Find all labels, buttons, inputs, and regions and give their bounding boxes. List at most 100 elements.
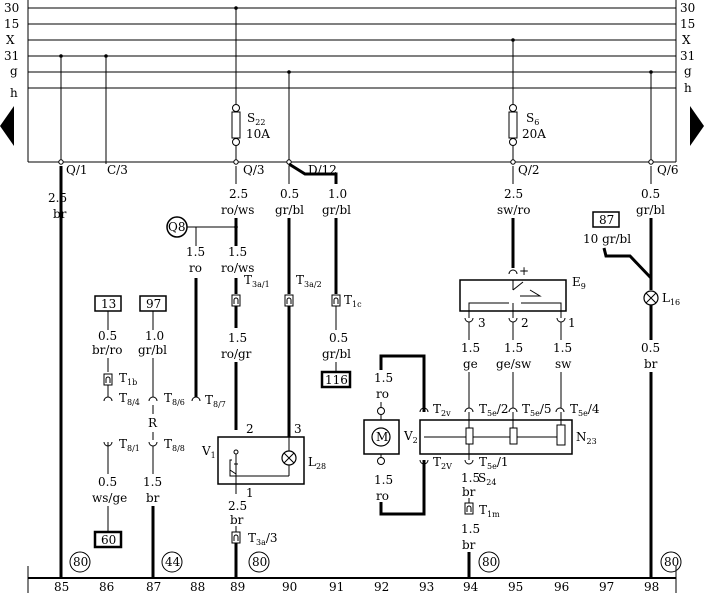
ref-box-87: 87 [599,213,614,227]
track-90-wiring: 0.5 gr/bl T3a/2 [275,166,322,437]
fuse-s6-name: S6 [526,111,539,127]
wire-98b-color: br [644,357,658,371]
conn-t5e-1: T5e/1 [479,455,509,471]
conn-t5e-4: T5e/4 [570,402,600,418]
track-number: 87 [146,580,161,593]
wire-98-color: gr/bl [636,203,665,217]
wire-89b-color: ro/ws [221,261,254,275]
bus-label-g-left: g [10,64,18,78]
track-number: 88 [190,580,205,593]
wire-85-color: br [53,207,67,221]
motor-symbol: M [376,430,388,444]
wire-96-size: 1.5 [553,341,572,355]
conn-t1m: T1m [479,503,500,519]
tap-q3: Q/3 [243,163,265,177]
wire-89c-color: ro/gr [221,347,252,361]
fuse-s6-rating: 20A [522,127,546,141]
n23-label: N23 [576,430,597,446]
track-87-wiring: 97 1.0 gr/bl T8/6 R T8/8 1.5 br [138,295,185,578]
conn-t5e-5: T5e/5 [522,402,552,418]
bus-label-h-right: h [684,81,692,95]
e9-label: E9 [572,275,586,291]
e9-plus: + [519,264,529,278]
fuse-s22-name: S22 [247,111,265,127]
wire-86-size: 0.5 [98,329,117,343]
tap-q2: Q/2 [518,163,540,177]
wire-89b-size: 1.5 [228,245,247,259]
track-94-wiring: 1.5 ge 1.5 br T1m 1.5 br [461,341,500,578]
track-number: 93 [419,580,434,593]
track-91-wiring: 1.0 gr/bl T1c 0.5 gr/bl 116 [288,162,362,389]
wire-94c-color: br [462,538,476,552]
track-number: 96 [554,580,569,593]
wire-89a-color: ro/ws [221,203,254,217]
wire-91-size: 1.0 [328,187,347,201]
wire-86-color: br/ro [92,343,122,357]
e9-pin-2: 2 [521,316,529,330]
bus-label-h-left: h [10,86,18,100]
ground-ref-80-a: 80 [73,555,88,569]
track-number: 86 [99,580,114,593]
right-arrow[interactable] [690,106,704,146]
v1-pin-3: 3 [294,422,302,436]
wire-95-color: sw/ro [497,203,530,217]
bus-taps: Q/1 C/3 S22 10A Q/3 D/12 S6 20A Q/2 [58,6,679,177]
track-number: 91 [329,580,344,593]
conn-t8-8: T8/8 [164,437,185,453]
track-98-wiring: 0.5 gr/bl 87 10 gr/bl L16 0.5 br [583,166,680,578]
ref-87-wire: 10 gr/bl [583,232,631,246]
conn-t1c: T1c [344,293,362,309]
ground-ref-44: 44 [165,555,181,569]
wire-90-color: gr/bl [275,203,304,217]
track-number: 97 [599,580,614,593]
wire-87-size: 1.0 [145,329,164,343]
track-95-wiring: 2.5 sw/ro + E9 3 2 1 1.5 ge/sw 1.5 sw [459,166,586,408]
wire-96-color: sw [555,357,572,371]
wire-94c-size: 1.5 [461,522,480,536]
bus-label-g-right: g [684,64,692,78]
wire-89a-size: 2.5 [229,187,248,201]
wire-85-size: 2.5 [48,191,67,205]
wire-89d-color: br [230,513,244,527]
track-88-wiring: Q8 1.5 ro T8/7 [166,216,238,409]
wire-88-size: 1.5 [186,245,205,259]
relay-v1-l28: V1 3 L28 [201,422,326,490]
conn-t3a1: T3a/1 [244,273,270,289]
conn-t8-1: T8/1 [119,437,140,453]
l16-label: L16 [662,291,680,307]
v2-label: V2 [403,429,418,445]
wire-94a-size: 1.5 [461,341,480,355]
bus-label-x-right: X [682,33,691,47]
wire-87b-size: 1.5 [143,475,162,489]
conn-t8-4: T8/4 [119,391,140,407]
ground-ref-80-c: 80 [482,555,497,569]
s24-label: S24 [478,471,496,487]
wire-98b-size: 0.5 [641,341,660,355]
wire-91b-color: gr/bl [322,347,351,361]
ground-ref-80-d: 80 [664,555,679,569]
conn-t1b: T1b [119,371,137,387]
wire-92a-size: 1.5 [374,371,393,385]
track-number: 95 [508,580,523,593]
wire-88-color: ro [189,261,202,275]
wire-95b-color: ge/sw [496,357,532,371]
wire-95-size: 2.5 [504,187,523,201]
wire-95b-size: 1.5 [504,341,523,355]
wire-92b-size: 1.5 [374,473,393,487]
tap-q6: Q/6 [657,163,679,177]
bus-label-31-right: 31 [680,49,695,63]
bus-label-30-right: 30 [680,1,695,15]
wire-91-color: gr/bl [322,203,351,217]
ground-refs: 80 44 80 80 80 [69,551,682,573]
current-track-numbers: 85 86 87 88 89 90 91 92 93 94 95 96 97 9… [54,580,659,593]
wire-90-size: 0.5 [280,187,299,201]
wire-86b-color: ws/ge [92,491,127,505]
wire-89c-size: 1.5 [228,331,247,345]
tap-c3: C/3 [107,163,128,177]
track-number: 98 [644,580,659,593]
wire-94b-color: br [462,485,476,499]
left-arrow[interactable] [0,106,14,146]
track-number: 90 [282,580,297,593]
v1-pin-2: 2 [246,422,254,436]
